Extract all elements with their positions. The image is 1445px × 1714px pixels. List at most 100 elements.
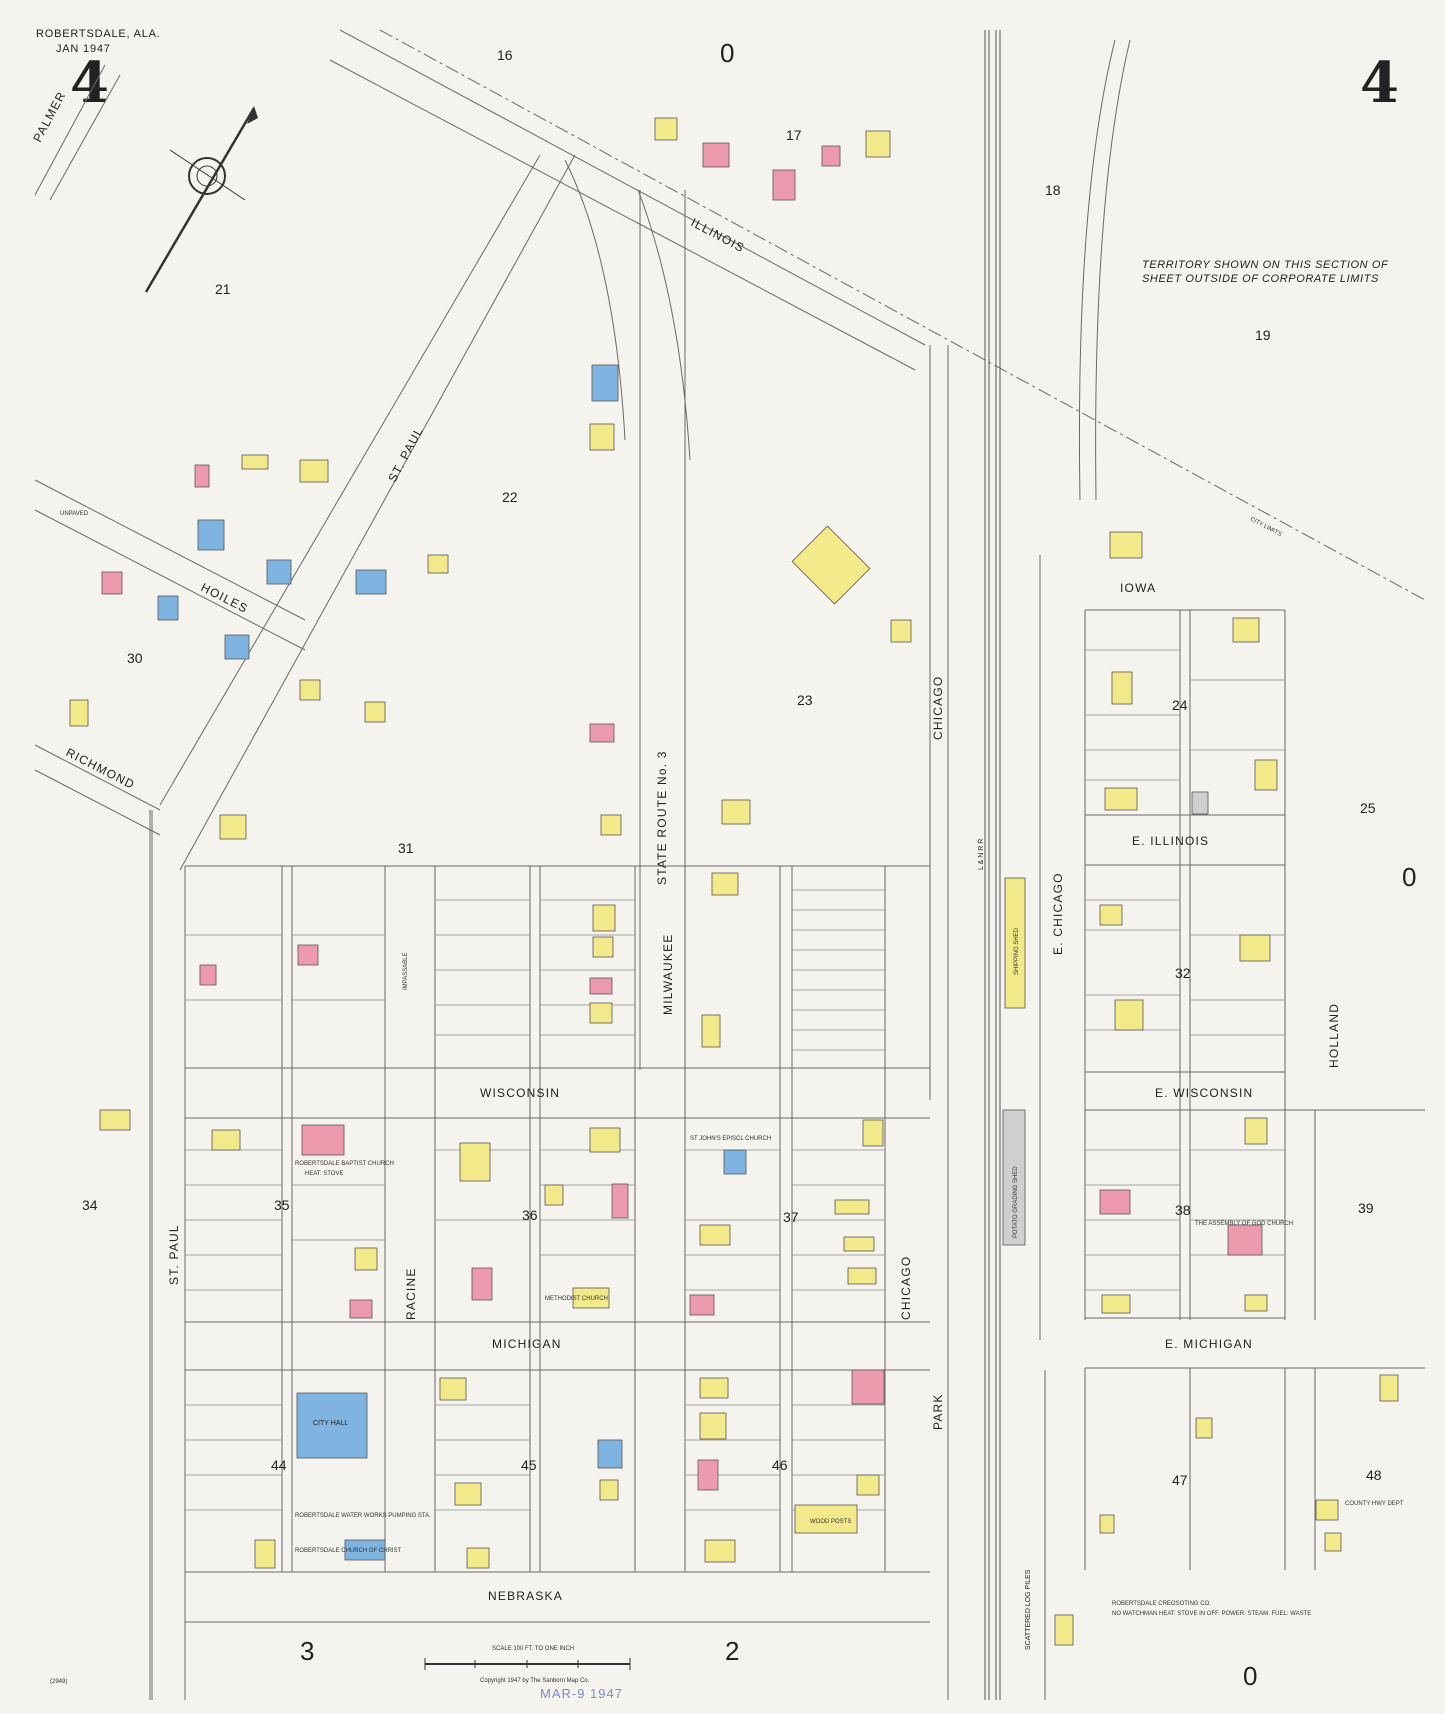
adjoining-sheet-marker: 0 [1402, 862, 1416, 892]
scattered-log-piles-label: SCATTERED LOG PILES [1025, 1569, 1032, 1650]
stone-building [355, 569, 387, 595]
dwelling [454, 1482, 482, 1506]
street-richmond: RICHMOND [64, 745, 138, 792]
block-number: 47 [1172, 1472, 1188, 1488]
dwelling [194, 464, 210, 488]
dwelling [699, 1412, 727, 1440]
dwelling [471, 1267, 493, 1301]
dwelling [459, 1142, 491, 1182]
dwelling [856, 1474, 880, 1496]
st-johns-label: ST JOHN'S EPISCL CHURCH [690, 1136, 771, 1142]
territory-note-line2: SHEET OUTSIDE OF CORPORATE LIMITS [1142, 273, 1379, 285]
dwelling [689, 1294, 715, 1316]
dwelling [1195, 1417, 1213, 1439]
dwelling [721, 799, 751, 825]
dwelling [702, 142, 730, 168]
dwelling [1254, 759, 1278, 791]
dwelling [1114, 999, 1144, 1031]
street-nebraska: NEBRASKA [488, 1589, 563, 1603]
dwelling [349, 1299, 373, 1319]
dwelling [592, 936, 614, 958]
block-number: 38 [1175, 1202, 1191, 1218]
block-number: 45 [521, 1457, 537, 1473]
street-e-chicago: E. CHICAGO [1051, 872, 1065, 955]
stone-building [157, 595, 179, 621]
assembly-of-god-label: THE ASSEMBLY OF GOD CHURCH [1195, 1221, 1293, 1227]
dwelling [699, 1377, 729, 1399]
stone-building [591, 364, 619, 402]
street-illinois: ILLINOIS [689, 215, 748, 255]
block-number: 46 [772, 1457, 788, 1473]
block-number: 17 [786, 127, 802, 143]
block-number: 48 [1366, 1467, 1382, 1483]
city-hall-building [296, 1392, 368, 1459]
dwelling [544, 1184, 564, 1206]
church-of-christ-building [344, 1539, 386, 1561]
buildings [69, 117, 1399, 1646]
stone-building [197, 519, 225, 551]
dwelling [851, 1369, 885, 1405]
creosoting-label: ROBERTSDALE CREOSOTING CO. [1112, 1601, 1211, 1607]
street-iowa: IOWA [1120, 581, 1156, 595]
dwelling [821, 145, 841, 167]
dwelling [589, 1127, 621, 1153]
dwelling [1111, 671, 1133, 705]
potato-grading-shed [1002, 1109, 1026, 1246]
dwelling [101, 571, 123, 595]
street-holland: HOLLAND [1327, 1003, 1341, 1068]
dwelling [834, 1199, 870, 1215]
stone-building [266, 559, 292, 585]
dwelling [701, 1014, 721, 1048]
territory-note-line1: TERRITORY SHOWN ON THIS SECTION OF [1142, 259, 1389, 271]
street-chicago-lower: CHICAGO [899, 1256, 913, 1320]
sheet-code: (2949) [50, 1679, 67, 1685]
street-racine: RACINE [404, 1267, 418, 1320]
street-e-illinois: E. ILLINOIS [1132, 834, 1209, 848]
street-e-michigan: E. MICHIGAN [1165, 1337, 1253, 1351]
shed [1324, 1532, 1342, 1552]
dwelling [847, 1267, 877, 1285]
creosoting-building [1054, 1614, 1074, 1646]
methodist-label: METHODIST CHURCH [545, 1296, 608, 1302]
street-st-paul-upper: ST. PAUL [385, 424, 426, 484]
dwelling [599, 1479, 619, 1501]
dwelling [704, 1539, 736, 1563]
dwelling [589, 1002, 613, 1024]
dwelling [427, 554, 449, 574]
dwelling [697, 1459, 719, 1491]
street-wisconsin: WISCONSIN [480, 1086, 560, 1100]
block-number: 22 [502, 489, 518, 505]
dwelling [699, 1224, 731, 1246]
street-e-wisconsin: E. WISCONSIN [1155, 1086, 1253, 1100]
dwelling [843, 1236, 875, 1252]
dwelling [299, 459, 329, 483]
sheet-number-right: 4 [1360, 50, 1399, 116]
dwelling [589, 723, 615, 743]
street-st-paul-lower: ST. PAUL [167, 1224, 181, 1285]
potato-grading-shed-label: POTATO GRADING SHED [1013, 1166, 1019, 1238]
dwelling [1109, 531, 1143, 559]
block-number: 21 [215, 281, 231, 297]
dwelling [589, 423, 615, 451]
county-hwy-building [1315, 1499, 1339, 1521]
block-numbers: 16 17 18 19 21 22 23 24 25 30 31 32 34 3… [82, 38, 1416, 1691]
dwelling [592, 904, 616, 932]
dwelling [211, 1129, 241, 1151]
shipping-shed-label: SHIPPING SHED [1014, 927, 1020, 975]
block-number: 19 [1255, 327, 1271, 343]
railroad-tracks [984, 30, 1131, 1700]
date-stamp: MAR-9 1947 [540, 1686, 623, 1701]
baptist-church-label: ROBERTSDALE BAPTIST CHURCH [295, 1161, 394, 1167]
dwelling [1379, 1374, 1399, 1402]
block-number: 2 [725, 1636, 739, 1666]
block-number: 24 [1172, 697, 1188, 713]
city-hall-label: CITY HALL [313, 1420, 348, 1427]
header-place: ROBERTSDALE, ALA. [36, 28, 161, 40]
street-palmer: PALMER [30, 89, 68, 145]
dwelling [354, 1247, 378, 1271]
dwelling [611, 1183, 629, 1219]
street-hoiles: HOILES [199, 580, 251, 616]
scale-label: SCALE 100 FT. TO ONE INCH [492, 1646, 574, 1652]
dwelling [1099, 1514, 1115, 1534]
